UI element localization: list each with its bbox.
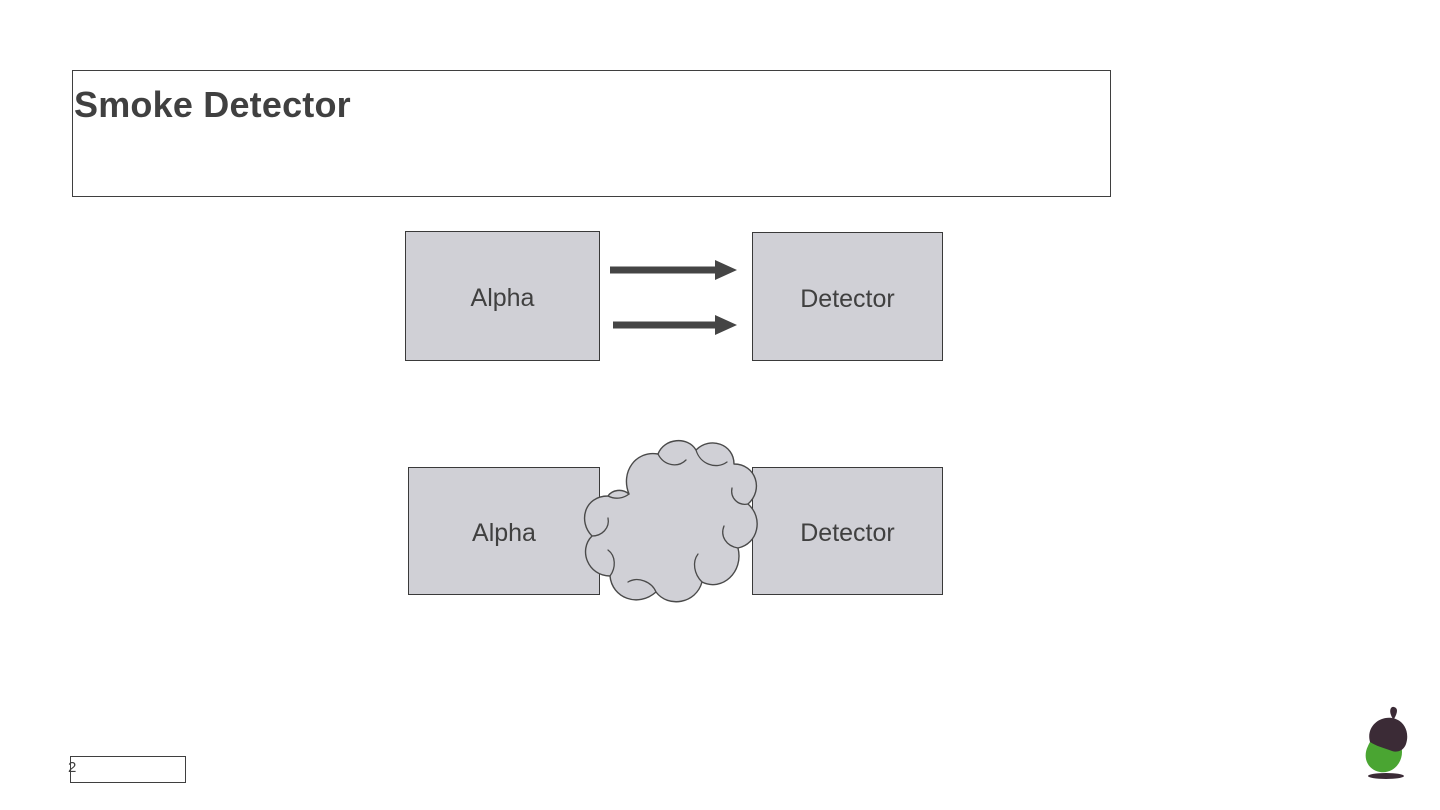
cloud-inner-lobes [591, 449, 749, 593]
process-box-detector-row1[interactable]: Detector [752, 232, 943, 361]
acorn-cap-shape [1369, 717, 1408, 752]
slide-number: 2 [68, 759, 77, 776]
process-box-label: Alpha [470, 284, 535, 312]
process-box-detector-row2[interactable]: Detector [752, 467, 943, 595]
process-box-label: Alpha [472, 519, 536, 547]
process-box-alpha-row1[interactable]: Alpha [405, 231, 600, 361]
title-placeholder[interactable]: Smoke Detector [72, 70, 1111, 197]
process-box-label: Detector [800, 519, 895, 547]
acorn-shadow-shape [1368, 773, 1404, 779]
process-box-label: Detector [800, 285, 895, 313]
arrow-right-upper-icon[interactable] [610, 260, 737, 280]
process-box-alpha-row2[interactable]: Alpha [408, 467, 600, 595]
page-title: Smoke Detector [74, 84, 351, 125]
acorn-logo [1365, 706, 1408, 779]
connector-arrows-group [610, 260, 737, 335]
cloud-outline [583, 440, 758, 603]
slide-number-placeholder[interactable]: 2 [68, 756, 186, 783]
arrow-right-lower-icon[interactable] [613, 315, 737, 335]
cloud-shape[interactable] [572, 432, 777, 632]
acorn-stem-icon [1390, 706, 1397, 719]
